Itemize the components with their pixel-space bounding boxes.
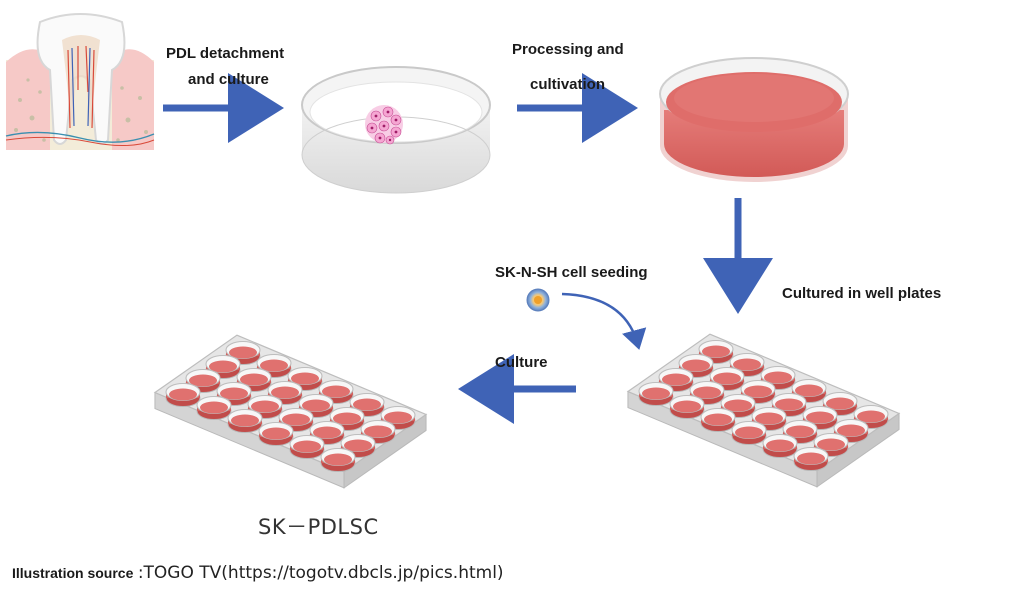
arrow-seeding	[561, 292, 647, 350]
step-label-detach-line1: PDL detachment	[166, 45, 285, 62]
well	[731, 420, 767, 445]
step-label-detach-line2: and culture	[188, 71, 269, 88]
well	[853, 404, 889, 429]
well	[762, 433, 798, 458]
well	[700, 407, 736, 432]
result-label: SK－PDLSC	[258, 515, 379, 539]
well	[802, 405, 838, 430]
well	[289, 434, 325, 459]
petri-dish-medium	[659, 57, 849, 182]
step-label-seeding: SK-N-SH cell seeding	[495, 264, 648, 281]
well	[196, 395, 232, 420]
well	[298, 393, 334, 418]
well	[380, 405, 416, 430]
well	[185, 368, 221, 393]
step-label-well: Cultured in well plates	[782, 285, 942, 302]
well	[669, 394, 705, 419]
well	[729, 352, 765, 377]
well-plate-result	[153, 334, 428, 489]
well-plate-seeded	[626, 333, 901, 488]
well	[638, 381, 674, 406]
credit-label: Illustration source	[12, 565, 134, 581]
well	[833, 418, 869, 443]
cell-icon	[526, 288, 550, 312]
credit-line: Illustration source :TOGO TV(https://tog…	[12, 563, 504, 587]
step-label-process-line1: Processing and	[512, 41, 624, 58]
step-label-process-line2: cultivation	[530, 76, 606, 93]
well	[267, 380, 303, 405]
well	[256, 353, 292, 378]
step-label-culture: Culture	[495, 354, 548, 371]
well	[793, 446, 829, 471]
cell-cluster-icon	[365, 105, 403, 145]
tooth-icon	[5, 13, 155, 151]
step-label-detach: PDL detachment and culture	[166, 44, 284, 90]
well	[258, 421, 294, 446]
credit-value: TOGO TV(https://togotv.dbcls.jp/pics.htm…	[143, 563, 504, 583]
credit-separator: :	[137, 563, 144, 583]
step-label-process: Processing and cultivation	[512, 40, 624, 95]
well	[771, 392, 807, 417]
well	[227, 408, 263, 433]
well	[165, 382, 201, 407]
well	[320, 447, 356, 472]
well	[782, 419, 818, 444]
well	[340, 433, 376, 458]
well	[740, 379, 776, 404]
well	[287, 366, 323, 391]
well	[318, 379, 354, 404]
well	[698, 339, 734, 364]
